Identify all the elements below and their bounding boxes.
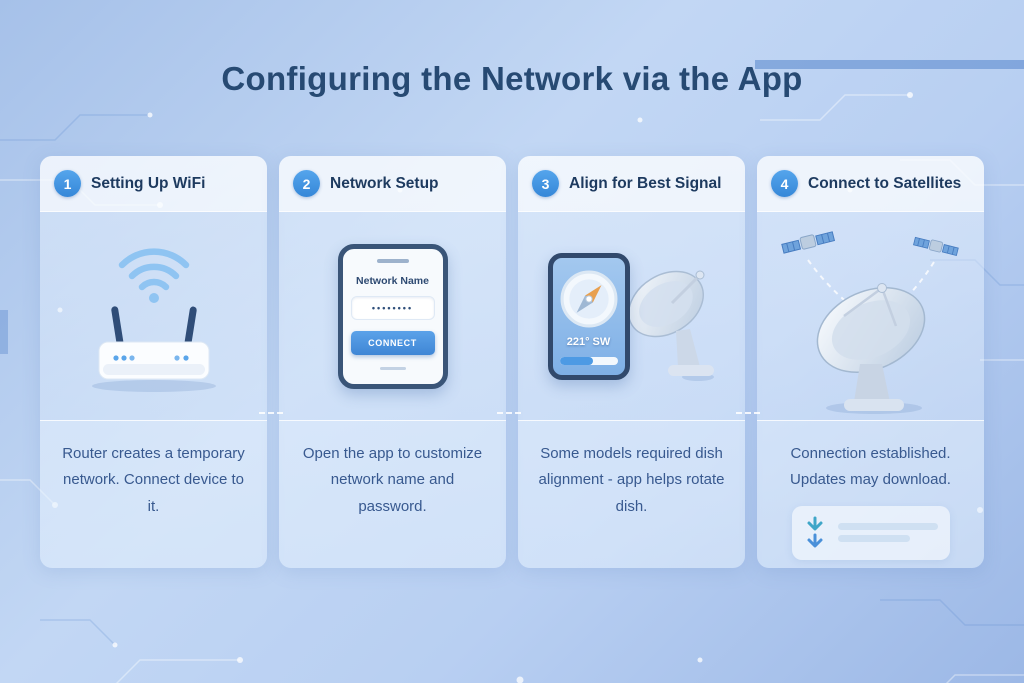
connector-dash-3-4 — [736, 412, 760, 414]
bearing-readout: 221° SW — [566, 335, 611, 348]
satellite-icon-1 — [780, 231, 835, 254]
compass-phone-mockup: 221° SW — [547, 252, 630, 380]
step-4-description-area: Connection established. Updates may down… — [757, 420, 984, 568]
updates-download-widget — [791, 505, 950, 560]
step-2-description: Open the app to customize network name a… — [279, 420, 506, 568]
step-2-header: 2 Network Setup — [279, 156, 506, 212]
skeleton-line — [837, 523, 938, 530]
satellite-dish-icon — [627, 270, 714, 381]
network-name-label: Network Name — [356, 274, 429, 287]
step-1-title: Setting Up WiFi — [91, 174, 206, 192]
step-card-2: 2 Network Setup Network Name •••••••• CO… — [279, 156, 506, 568]
wifi-router-icon — [91, 248, 216, 392]
step-3-header: 3 Align for Best Signal — [518, 156, 745, 212]
step-4-title: Connect to Satellites — [808, 174, 962, 192]
satellites-dish-icon — [780, 231, 959, 414]
step-card-1: 1 Setting Up WiFi — [40, 156, 267, 568]
step-card-3: 3 Align for Best Signal 221° SW — [518, 156, 745, 568]
password-field: •••••••• — [350, 295, 435, 320]
alignment-progress-bar — [559, 356, 618, 365]
download-arrows-icon — [807, 516, 822, 547]
router-illustration — [40, 212, 267, 420]
phone-setup-illustration: Network Name •••••••• CONNECT — [279, 212, 506, 420]
step-2-title: Network Setup — [330, 174, 439, 192]
step-3-description: Some models required dish alignment - ap… — [518, 420, 745, 568]
page-title: Configuring the Network via the App — [221, 60, 803, 97]
phone-home-bar — [379, 366, 406, 370]
step-3-number-badge: 3 — [532, 170, 559, 197]
alignment-progress-fill — [559, 356, 594, 365]
step-1-number-badge: 1 — [54, 170, 81, 197]
skeleton-line — [837, 535, 910, 542]
connector-dash-1-2 — [259, 412, 283, 414]
download-skeleton-lines — [837, 518, 938, 547]
connect-button: CONNECT — [350, 330, 435, 355]
step-3-title: Align for Best Signal — [569, 174, 722, 192]
step-4-number-badge: 4 — [771, 170, 798, 197]
satellites-illustration — [757, 212, 984, 420]
steps-row: 1 Setting Up WiFi — [0, 156, 1024, 568]
alignment-illustration: 221° SW — [518, 212, 745, 420]
connector-dash-2-3 — [497, 412, 521, 414]
compass-icon — [560, 270, 617, 327]
step-card-4: 4 Connect to Satellites — [757, 156, 984, 568]
satellite-icon-2 — [912, 236, 959, 256]
dish-feed-struts — [842, 286, 897, 327]
step-1-description: Router creates a temporary network. Conn… — [40, 420, 267, 568]
phone-speaker — [376, 258, 409, 263]
step-2-number-badge: 2 — [293, 170, 320, 197]
step-4-description: Connection established. Updates may down… — [790, 445, 951, 489]
step-4-header: 4 Connect to Satellites — [757, 156, 984, 212]
phone-mockup: Network Name •••••••• CONNECT — [337, 243, 448, 389]
step-1-header: 1 Setting Up WiFi — [40, 156, 267, 212]
